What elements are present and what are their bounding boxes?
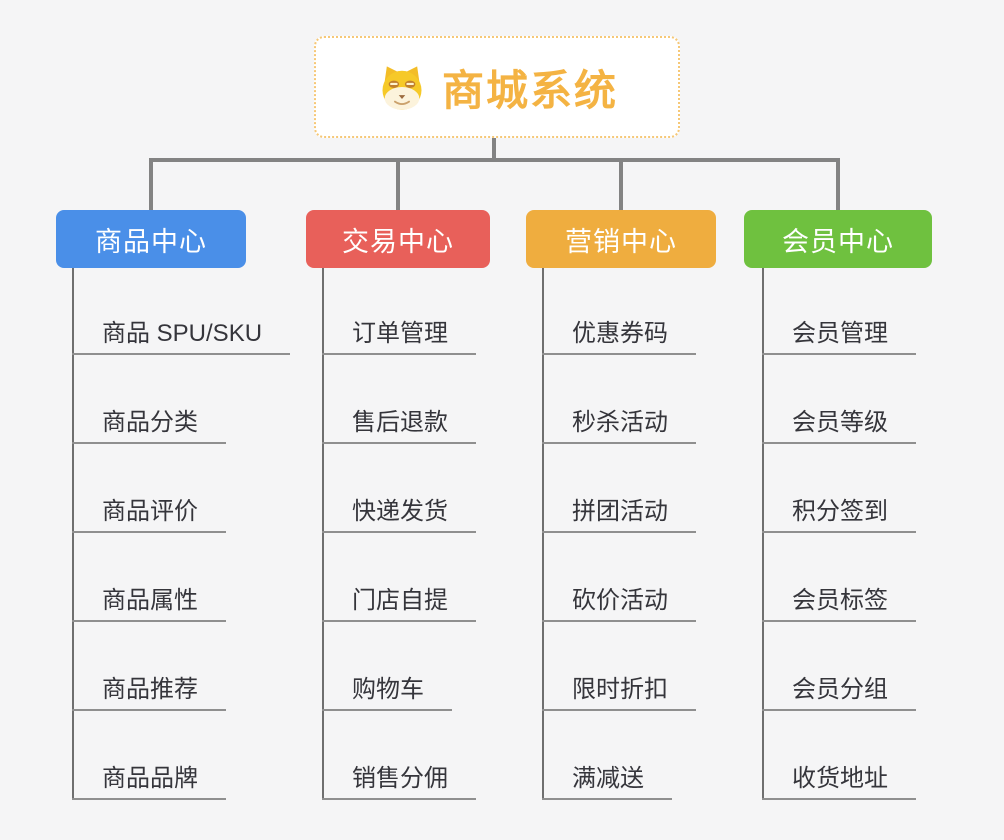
child-topic-label: 购物车 <box>352 676 424 703</box>
connector-drop-member-center <box>836 158 840 210</box>
child-topic-label: 会员标签 <box>792 587 888 614</box>
connector-spine-marketing-center <box>542 268 544 800</box>
child-topic-label: 商品分类 <box>102 409 198 436</box>
child-topic-label: 满减送 <box>572 765 644 792</box>
child-topic[interactable]: 满减送 <box>542 758 672 800</box>
child-topic[interactable]: 门店自提 <box>322 580 476 622</box>
root-node[interactable]: 商城系统 <box>314 36 680 138</box>
child-topic[interactable]: 购物车 <box>322 669 452 711</box>
child-topic[interactable]: 商品 SPU/SKU <box>72 313 291 355</box>
child-topic[interactable]: 秒杀活动 <box>542 402 696 444</box>
child-topic[interactable]: 优惠券码 <box>542 313 696 355</box>
child-topic-label: 商品评价 <box>102 498 198 525</box>
child-topic[interactable]: 售后退款 <box>322 402 476 444</box>
branch-label: 商品中心 <box>95 226 207 257</box>
child-topic-label: 会员管理 <box>792 320 888 347</box>
child-topic[interactable]: 商品品牌 <box>72 758 226 800</box>
branch-label: 交易中心 <box>342 226 454 257</box>
connector-root-stem <box>492 137 496 162</box>
child-topic-label: 售后退款 <box>352 409 448 436</box>
connector-drop-marketing-center <box>619 158 623 210</box>
child-topic[interactable]: 会员分组 <box>762 669 916 711</box>
child-topic[interactable]: 快递发货 <box>322 491 476 533</box>
child-topic[interactable]: 商品推荐 <box>72 669 226 711</box>
child-topic-label: 门店自提 <box>352 587 448 614</box>
child-topic-label: 商品推荐 <box>102 676 198 703</box>
child-topic[interactable]: 商品评价 <box>72 491 226 533</box>
connector-spine-trade-center <box>322 268 324 800</box>
branch-header-trade-center[interactable]: 交易中心 <box>306 210 490 268</box>
branch-header-product-center[interactable]: 商品中心 <box>56 210 246 268</box>
child-topic[interactable]: 砍价活动 <box>542 580 696 622</box>
connector-bus <box>149 158 840 162</box>
child-topic[interactable]: 积分签到 <box>762 491 916 533</box>
child-topic[interactable]: 收货地址 <box>762 758 916 800</box>
child-topic[interactable]: 会员标签 <box>762 580 916 622</box>
child-topic-label: 收货地址 <box>792 765 888 792</box>
child-topic-label: 砍价活动 <box>572 587 668 614</box>
child-topic-label: 会员等级 <box>792 409 888 436</box>
child-topic-label: 优惠券码 <box>572 320 668 347</box>
child-topic-label: 销售分佣 <box>352 765 448 792</box>
branch-header-marketing-center[interactable]: 营销中心 <box>526 210 716 268</box>
child-topic-label: 订单管理 <box>352 320 448 347</box>
child-topic[interactable]: 会员管理 <box>762 313 916 355</box>
child-topic-label: 快递发货 <box>352 498 448 525</box>
child-topic[interactable]: 拼团活动 <box>542 491 696 533</box>
child-topic[interactable]: 商品分类 <box>72 402 226 444</box>
child-topic[interactable]: 销售分佣 <box>322 758 476 800</box>
connector-drop-product-center <box>149 158 153 210</box>
child-topic[interactable]: 商品属性 <box>72 580 226 622</box>
child-topic-label: 积分签到 <box>792 498 888 525</box>
branch-label: 会员中心 <box>782 226 894 257</box>
child-topic-label: 会员分组 <box>792 676 888 703</box>
root-label: 商城系统 <box>441 66 618 114</box>
child-topic-label: 拼团活动 <box>572 498 668 525</box>
connector-spine-member-center <box>762 268 764 800</box>
branch-label: 营销中心 <box>565 226 677 257</box>
child-topic-label: 商品品牌 <box>102 765 198 792</box>
branch-header-member-center[interactable]: 会员中心 <box>744 210 932 268</box>
child-topic[interactable]: 订单管理 <box>322 313 476 355</box>
child-topic-label: 商品属性 <box>102 587 198 614</box>
child-topic-label: 商品 SPU/SKU <box>102 320 263 347</box>
dog-face-icon <box>376 63 428 111</box>
child-topic[interactable]: 会员等级 <box>762 402 916 444</box>
child-topic[interactable]: 限时折扣 <box>542 669 696 711</box>
child-topic-label: 秒杀活动 <box>572 409 668 436</box>
connector-drop-trade-center <box>396 158 400 210</box>
child-topic-label: 限时折扣 <box>572 676 668 703</box>
connector-spine-product-center <box>72 268 74 800</box>
